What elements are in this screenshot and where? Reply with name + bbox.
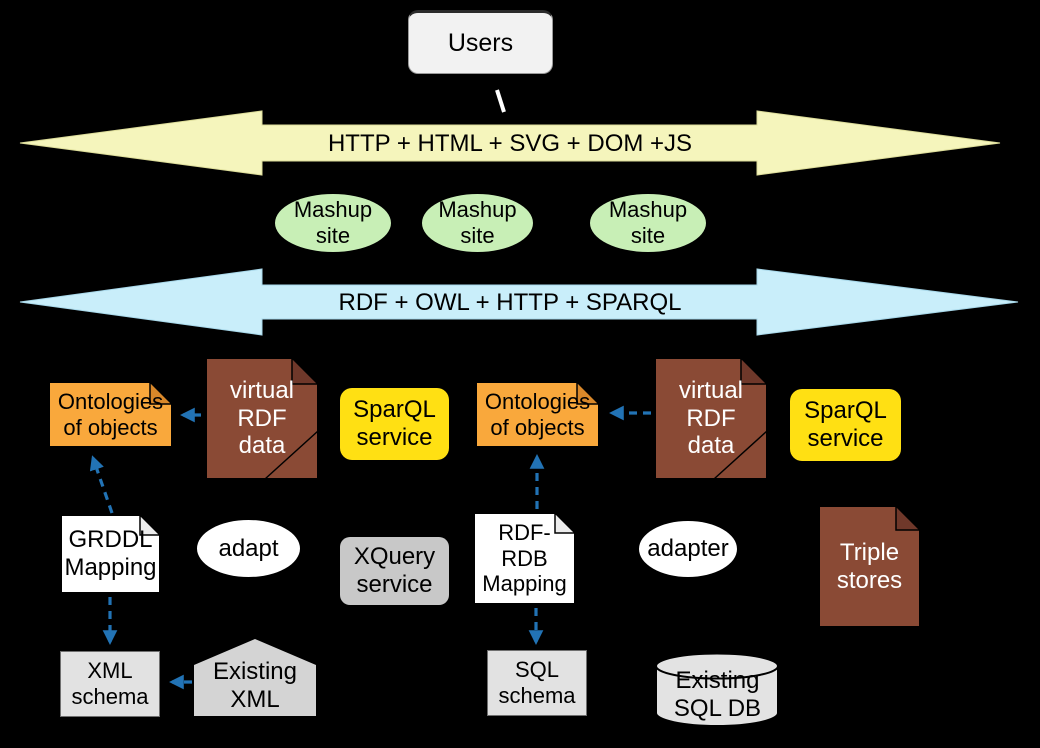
mashup-site-1: Mashup site bbox=[273, 192, 393, 254]
grddl-mapping-label: GRDDL Mapping bbox=[64, 526, 157, 581]
mashup-site-3: Mashup site bbox=[588, 192, 708, 254]
sparql-service-1-label: SparQL service bbox=[353, 396, 436, 451]
ontologies-of-objects-2: Ontologies of objects bbox=[475, 381, 600, 448]
sparql-service-2-label: SparQL service bbox=[804, 397, 887, 452]
semantic-bus-arrow bbox=[19, 268, 1019, 336]
xml-schema: XML schema bbox=[60, 651, 160, 717]
virtual-rdf-data-1: virtual RDF data bbox=[205, 357, 319, 480]
mashup-site-2-label: Mashup site bbox=[438, 197, 517, 248]
users-label: Users bbox=[447, 28, 514, 57]
existing-sql-db-label: Existing SQL DB bbox=[673, 667, 762, 722]
triple-stores: Triple stores bbox=[818, 505, 921, 628]
adapt-label: adapt bbox=[218, 534, 279, 562]
users-box: Users bbox=[408, 10, 553, 74]
ontologies-1-label: Ontologies of objects bbox=[57, 388, 164, 440]
xquery-service-label: XQuery service bbox=[353, 543, 436, 598]
sparql-service-1: SparQL service bbox=[340, 388, 449, 460]
existing-sql-db: Existing SQL DB bbox=[655, 652, 780, 728]
grddl-mapping: GRDDL Mapping bbox=[60, 514, 161, 594]
xml-schema-label: XML schema bbox=[71, 658, 149, 709]
mashup-site-3-label: Mashup site bbox=[608, 197, 688, 248]
sparql-service-2: SparQL service bbox=[790, 389, 901, 461]
sql-schema: SQL schema bbox=[487, 650, 587, 716]
triple-stores-label: Triple stores bbox=[836, 538, 903, 594]
adapter-ellipse: adapter bbox=[637, 519, 739, 579]
rdf-rdb-mapping-label: RDF- RDB Mapping bbox=[482, 520, 567, 597]
virtual-rdf-data-2: virtual RDF data bbox=[654, 357, 768, 480]
rdf-rdb-mapping: RDF- RDB Mapping bbox=[473, 512, 576, 605]
existing-xml-label: Existing XML bbox=[212, 657, 298, 713]
semantic-bus-label: RDF + OWL + HTTP + SPARQL bbox=[338, 289, 682, 316]
mashup-site-1-label: Mashup site bbox=[293, 197, 373, 248]
xquery-service: XQuery service bbox=[340, 537, 449, 605]
web-bus-label: HTTP + HTML + SVG + DOM +JS bbox=[327, 130, 693, 157]
virtual-rdf-2-label: virtual RDF data bbox=[678, 376, 744, 460]
ontologies-2-label: Ontologies of objects bbox=[484, 388, 591, 440]
existing-xml: Existing XML bbox=[193, 638, 317, 717]
sql-schema-label: SQL schema bbox=[498, 657, 576, 708]
adapt-ellipse: adapt bbox=[195, 518, 302, 579]
mashup-site-2: Mashup site bbox=[420, 192, 535, 254]
web-bus-arrow bbox=[19, 110, 1001, 176]
adapter-label: adapter bbox=[647, 535, 729, 563]
virtual-rdf-1-label: virtual RDF data bbox=[229, 376, 295, 460]
ontologies-of-objects-1: Ontologies of objects bbox=[48, 381, 173, 448]
